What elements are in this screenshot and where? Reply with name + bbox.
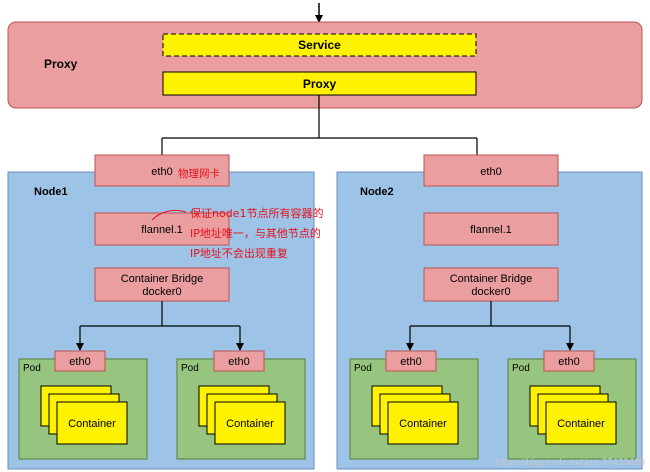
node1-flannel-label: flannel.1 (141, 224, 183, 236)
service-label: Service (298, 38, 341, 52)
node2-bridge-box (423, 267, 559, 302)
node2-pod2-eth0-box (543, 350, 595, 372)
node2-bridge-connector (406, 301, 574, 351)
node1-pod1-label: Pod (23, 363, 41, 374)
node1-bridge-connector (76, 301, 244, 351)
node1-bridge-label: Container Bridge (121, 273, 204, 285)
node2-pod1-label: Pod (354, 363, 372, 374)
proxy-label: Proxy (303, 77, 337, 91)
node2-pod2-container-stack (529, 385, 617, 445)
node2-label: Node2 (360, 186, 394, 198)
node1-label: Node1 (34, 186, 68, 198)
node1-flannel-box (94, 212, 230, 246)
node1-pod1-container-label: Container (68, 418, 116, 430)
node1-bridge-sublabel: docker0 (142, 286, 181, 298)
node2-eth0-box (423, 154, 559, 187)
node1-pod1-eth0-label: eth0 (69, 356, 90, 368)
node1-pod2-eth0-box (213, 350, 265, 372)
node1-pod2-label: Pod (181, 363, 199, 374)
node2-pod2-label: Pod (512, 363, 530, 374)
node1-pod2-container-stack (198, 385, 286, 445)
node2-bridge-label: Container Bridge (450, 273, 533, 285)
node2-pod2-container-label: Container (557, 418, 605, 430)
node2-flannel-label: flannel.1 (470, 224, 512, 236)
node2-pod1-eth0-box (385, 350, 437, 372)
note-line-2: IP地址唯一，与其他节点的 (190, 226, 321, 240)
note-line-3: IP地址不会出现重复 (190, 246, 288, 260)
node1-pod2-container-label: Container (226, 418, 274, 430)
node2-pod1-container-stack (371, 385, 459, 445)
node2-pod1-container-label: Container (399, 418, 447, 430)
node1-eth0-box (94, 154, 230, 187)
node2-pod1-eth0-label: eth0 (400, 356, 421, 368)
proxy-to-nodes-connector (161, 95, 478, 155)
node1-pod1-eth0-box (54, 350, 106, 372)
node2-bridge-sublabel: docker0 (471, 286, 510, 298)
node1-pod2-eth0-label: eth0 (228, 356, 249, 368)
service-box (162, 33, 477, 57)
watermark: https://blog.csdn.net/qq_37439488 (496, 458, 645, 468)
node2-flannel-box (423, 212, 559, 246)
note-line-1: 保证node1节点所有容器的 (190, 206, 323, 220)
node1-pod1-container-stack (40, 385, 128, 445)
node1-eth0-label: eth0 (151, 166, 172, 178)
annotation-pointer (151, 209, 187, 221)
node2-pod2-eth0-label: eth0 (558, 356, 579, 368)
node1-bridge-box (94, 267, 230, 302)
proxy-region-label: Proxy (44, 57, 78, 71)
node2-eth0-label: eth0 (480, 166, 501, 178)
physical-nic-annotation: 物理网卡 (178, 167, 220, 180)
